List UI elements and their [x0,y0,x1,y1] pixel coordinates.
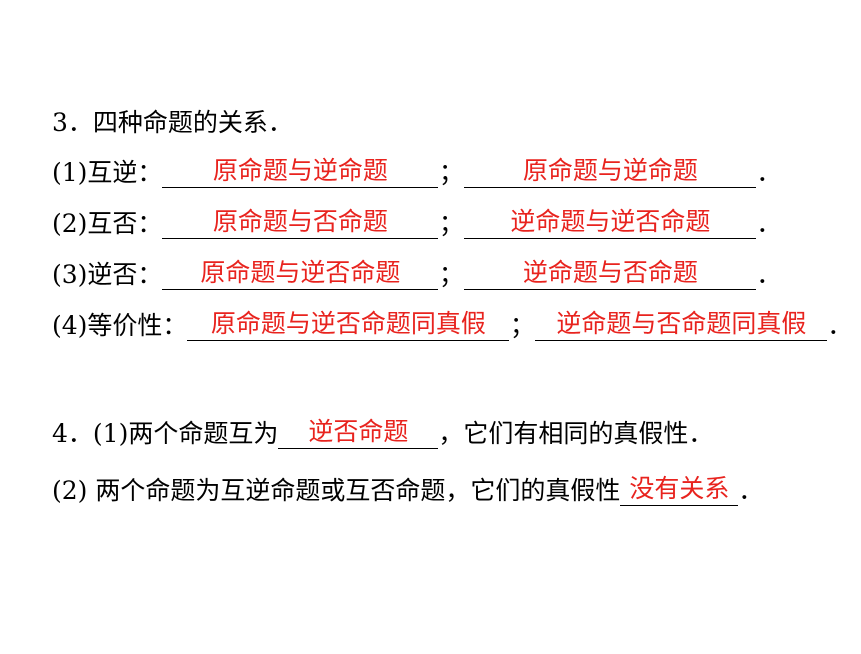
answer-text: 原命题与逆命题 [522,156,698,185]
separator: ； [509,311,535,340]
line-suffix: ． [738,476,764,505]
row-label: (3)逆否： [52,260,163,289]
answer-blank: 逆命题与否命题同真假 [535,309,828,341]
row-end: ． [756,260,782,289]
section-4-line-1: 4．(1)两个命题互为 逆否命题 ，它们有相同的真假性． [52,409,713,449]
row-end: ． [756,158,782,187]
section-3-title-text: 3．四种命题的关系． [52,108,293,137]
relation-row-1: (1)互逆： 原命题与逆命题 ； 原命题与逆命题 ． [52,148,781,188]
row-label: (2)互否： [52,209,163,238]
answer-blank: 原命题与逆命题 [464,156,757,188]
row-label: (1)互逆： [52,158,163,187]
section-4-line-2: (2) 两个命题为互逆命题或互否命题，它们的真假性 没有关系 ． [52,466,763,506]
row-end: ． [827,311,853,340]
relation-row-3: (3)逆否： 原命题与逆否命题 ； 逆命题与否命题 ． [52,250,781,290]
answer-text: 原命题与逆否命题 [200,258,401,287]
answer-text: 原命题与逆命题 [212,156,388,185]
answer-blank: 逆命题与逆否命题 [464,207,757,239]
answer-blank: 原命题与否命题 [162,207,439,239]
answer-blank: 原命题与逆命题 [162,156,439,188]
answer-text: 逆命题与否命题 [522,258,698,287]
relation-row-4: (4)等价性： 原命题与逆否命题同真假 ； 逆命题与否命题同真假 ． [52,301,852,341]
line-prefix: (2) 两个命题为互逆命题或互否命题，它们的真假性 [52,476,621,505]
line-suffix: ，它们有相同的真假性． [438,419,714,448]
relation-row-2: (2)互否： 原命题与否命题 ； 逆命题与逆否命题 ． [52,199,781,239]
answer-text: 原命题与否命题 [212,207,388,236]
answer-blank: 原命题与逆否命题同真假 [187,309,510,341]
row-label: (4)等价性： [52,311,188,340]
answer-blank: 逆命题与否命题 [464,258,757,290]
answer-text: 逆命题与逆否命题 [510,207,711,236]
separator: ； [438,158,464,187]
answer-text: 没有关系 [629,474,730,503]
section-3-title: 3．四种命题的关系． [52,98,293,138]
answer-blank: 逆否命题 [278,417,439,449]
row-end: ． [756,209,782,238]
answer-text: 原命题与逆否命题同真假 [210,309,486,338]
answer-blank: 原命题与逆否命题 [162,258,439,290]
answer-text: 逆命题与否命题同真假 [556,309,807,338]
separator: ； [438,260,464,289]
separator: ； [438,209,464,238]
answer-blank: 没有关系 [620,474,739,506]
answer-text: 逆否命题 [308,417,409,446]
line-prefix: 4．(1)两个命题互为 [52,419,279,448]
